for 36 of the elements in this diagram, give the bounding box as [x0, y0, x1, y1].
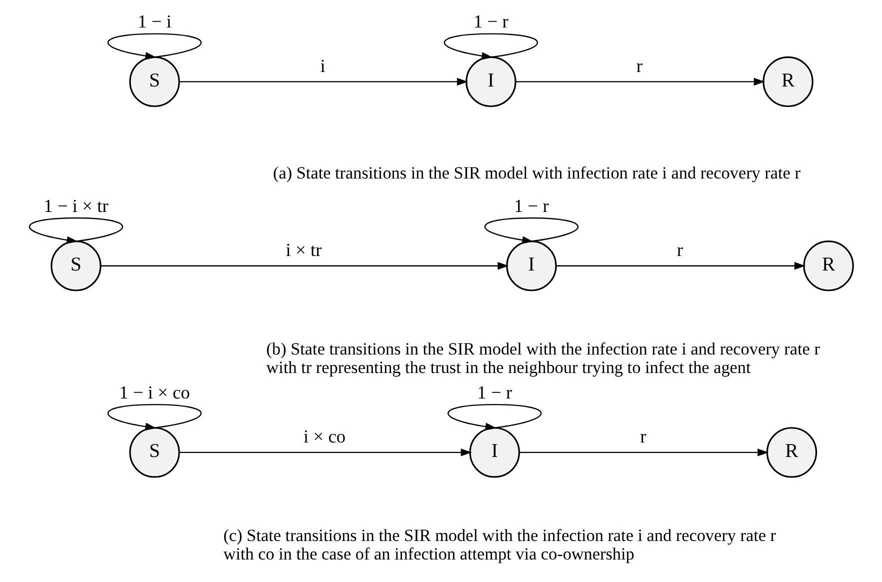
arrow — [108, 404, 202, 430]
label: (a) State transitions in the SIR model with infection rate i and recovery rate r — [273, 163, 800, 182]
arrow — [516, 78, 765, 86]
arrow — [180, 448, 472, 456]
edge-label: i × tr — [286, 240, 322, 260]
node-circle: I — [506, 240, 557, 292]
arrow — [448, 404, 542, 430]
arrow — [179, 78, 468, 86]
arrow — [108, 33, 202, 60]
arrow — [484, 217, 578, 244]
edge-label: 1 − i × tr — [44, 196, 108, 216]
node-circle: S — [129, 427, 180, 478]
edge-label: 1 − r — [477, 382, 512, 402]
node-circle: R — [762, 56, 814, 108]
edge-label: 1 − i — [138, 12, 172, 32]
arrow — [444, 33, 538, 60]
edge-label: 1 − r — [514, 196, 549, 216]
edge-label: i — [320, 56, 326, 76]
node-circle: R — [766, 427, 818, 478]
node-circle: R — [803, 240, 854, 292]
arrow — [556, 262, 806, 270]
arrow — [29, 217, 123, 244]
edge-label: 1 − i × co — [119, 382, 190, 402]
label: (c) State transitions in the SIR model with the infection rate i and recovery rate r with co in the case of an infection attempt via co-ownership — [223, 526, 776, 564]
node-circle: I — [466, 56, 516, 108]
edge-label: i × co — [304, 426, 346, 447]
label: (b) State transitions in the SIR model with the infection rate i and recovery rate r with tr representing the trust in the neighbour trying to infect the agent — [266, 339, 820, 377]
edge-label: r — [676, 240, 684, 260]
node-circle: S — [50, 240, 102, 292]
node-circle: I — [469, 427, 520, 478]
arrow — [519, 448, 769, 456]
edge-label: r — [640, 426, 646, 447]
edge-label: r — [636, 56, 643, 76]
edge-label: 1 − r — [473, 12, 508, 32]
arrow — [100, 262, 509, 270]
node-circle: S — [129, 56, 180, 108]
